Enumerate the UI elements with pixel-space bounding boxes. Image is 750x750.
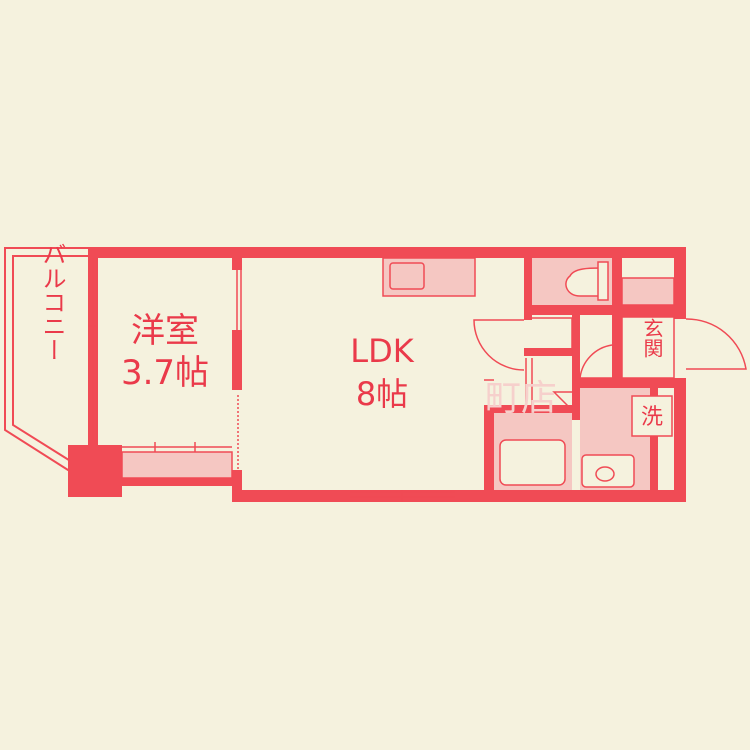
balcony-corner-pillar xyxy=(68,445,122,497)
interior-walls xyxy=(232,258,676,495)
room-name-ldk: LDK xyxy=(350,332,414,370)
watermark: 町店 xyxy=(485,378,557,419)
room-name-entrance: 玄関 xyxy=(640,318,664,358)
door-swing-icon xyxy=(473,317,747,411)
bathtub-icon xyxy=(499,439,566,486)
entrance-area xyxy=(621,316,675,379)
room-size-western: 3.7帖 xyxy=(121,353,209,393)
toilet-room xyxy=(532,258,612,305)
windows xyxy=(88,258,455,502)
room-size-ldk: 8帖 xyxy=(356,375,408,413)
toilet-icon xyxy=(565,267,601,297)
kitchen-sink-icon xyxy=(389,262,425,290)
kitchen-counter xyxy=(382,257,476,297)
wash-basin-bowl xyxy=(595,466,615,482)
room-name-washroom: 洗 xyxy=(641,405,663,430)
closet xyxy=(121,442,233,479)
washroom-label-box xyxy=(631,395,673,437)
room-name-western: 洋室 xyxy=(131,311,199,351)
wash-basin-icon xyxy=(581,454,635,488)
room-name-balcony: バルコニー xyxy=(38,242,66,362)
shoe-cabinet xyxy=(621,277,675,306)
